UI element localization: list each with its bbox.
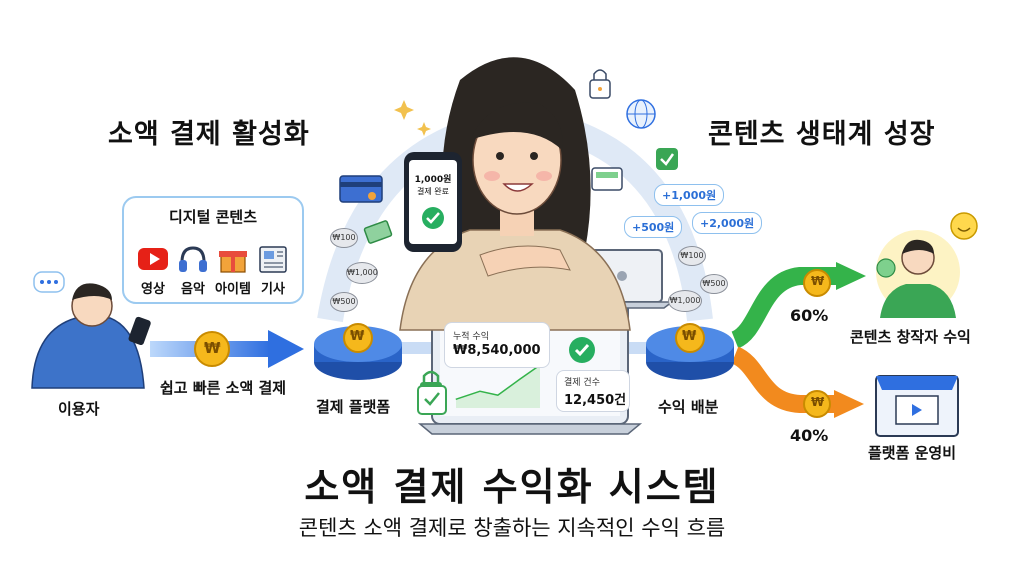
- count-value: 12,450건: [564, 393, 627, 408]
- headphones-icon: [176, 242, 210, 276]
- sparkle-icon: [394, 100, 414, 120]
- won-coin: ₩1,000: [346, 262, 378, 284]
- coin-symbol: ₩: [682, 329, 697, 344]
- amount-tag: +2,000원: [692, 212, 763, 234]
- globe-icon: [626, 99, 656, 129]
- count-card: 결제 건수 12,450건: [556, 370, 630, 412]
- digital-content-box: 디지털 콘텐츠 영상 음악 아이템 기사: [122, 196, 304, 304]
- arrow-operation-share: [730, 346, 864, 418]
- won-coin: ₩100: [678, 246, 706, 266]
- phone-status: 결제 완료: [417, 187, 449, 196]
- user-illustration: [31, 271, 151, 389]
- amount-tag: +1,000원: [654, 184, 725, 206]
- cash-icon: [363, 220, 393, 244]
- won-coin: ₩500: [330, 292, 358, 312]
- coin-icon: [803, 390, 831, 418]
- coin-icon: [194, 331, 230, 367]
- operation-label: 플랫폼 운영비: [868, 444, 957, 462]
- coin-symbol: ₩: [811, 274, 825, 288]
- content-label-article: 기사: [261, 282, 285, 297]
- won-coin: ₩500: [700, 274, 728, 294]
- check-icon: [656, 148, 678, 170]
- smartphone: [404, 152, 462, 252]
- woman-illustration: [399, 57, 631, 331]
- check-badge-icon: [417, 385, 447, 415]
- distribution-disc: [646, 323, 734, 380]
- revenue-label: 누적 수익: [453, 332, 489, 342]
- main-title: 소액 결제 수익화 시스템: [304, 465, 720, 509]
- creator-share: 60%: [790, 306, 829, 325]
- won-coin: ₩1,000: [668, 290, 702, 312]
- operation-share: 40%: [790, 426, 829, 445]
- creator-label: 콘텐츠 창작자 수익: [850, 328, 971, 346]
- wallet-icon: [591, 167, 623, 191]
- won-coin: ₩100: [330, 228, 358, 248]
- coin-symbol: ₩: [811, 395, 825, 409]
- storefront-icon: [875, 375, 959, 437]
- amount-tag: +500원: [624, 216, 683, 238]
- newspaper-icon: [256, 242, 290, 276]
- subtitle: 콘텐츠 소액 결제로 창출하는 지속적인 수익 흐름: [298, 516, 726, 540]
- video-play-icon: [136, 242, 170, 276]
- digital-content-title: 디지털 콘텐츠: [168, 208, 258, 226]
- coin-symbol: ₩: [350, 329, 365, 344]
- content-label-video: 영상: [141, 282, 165, 297]
- platform-label: 결제 플랫폼: [316, 398, 391, 416]
- content-label-music: 음악: [181, 282, 205, 297]
- distribution-label: 수익 배분: [658, 398, 719, 416]
- heading-ecosystem-growth: 콘텐츠 생태계 성장: [708, 119, 936, 150]
- arrow-creator-share: [730, 262, 866, 349]
- credit-card-icon: [339, 175, 383, 203]
- gift-box-icon: [216, 242, 250, 276]
- padlock-icon: [589, 69, 611, 99]
- user-label: 이용자: [58, 400, 100, 418]
- heading-payment-activation: 소액 결제 활성화: [108, 119, 310, 150]
- count-label: 결제 건수: [564, 378, 600, 388]
- phone-amount: 1,000원: [414, 175, 452, 185]
- creator-illustration: [876, 212, 978, 318]
- fast-payment-label: 쉽고 빠른 소액 결제: [160, 379, 287, 397]
- revenue-card: 누적 수익 ₩8,540,000: [444, 322, 550, 368]
- coin-icon: [803, 269, 831, 297]
- sparkle-icon: [417, 122, 431, 136]
- payment-platform-disc: [314, 323, 402, 380]
- success-badge: [556, 330, 614, 372]
- coin-symbol: ₩: [204, 339, 221, 357]
- check-circle-icon: [569, 337, 595, 363]
- revenue-value: ₩8,540,000: [453, 343, 541, 358]
- content-label-item: 아이템: [215, 282, 251, 297]
